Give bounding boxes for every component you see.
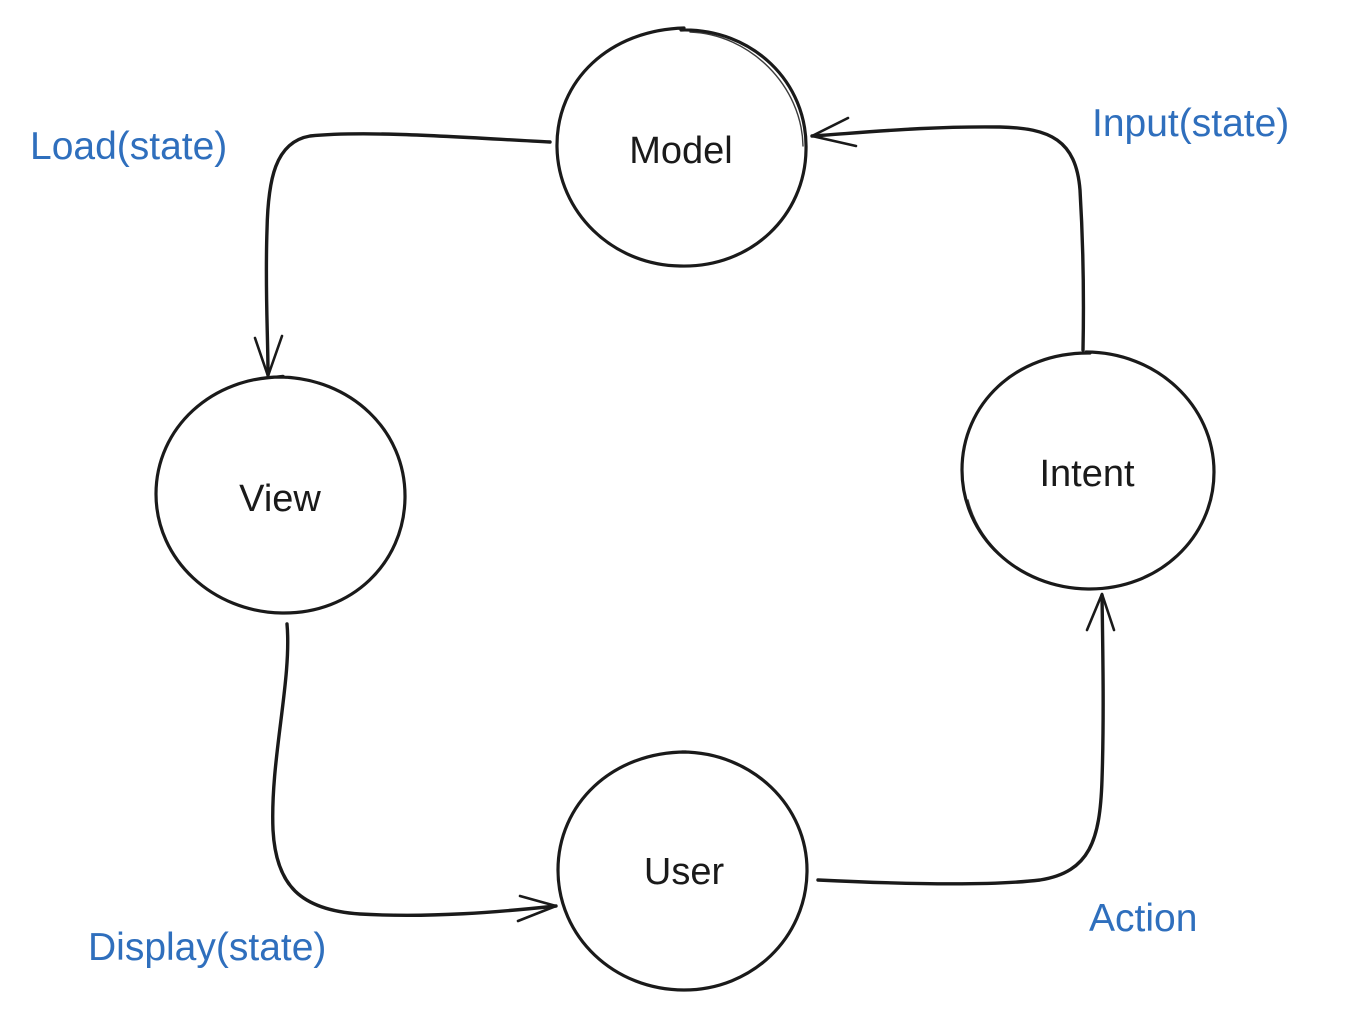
node-model: Model bbox=[555, 26, 808, 268]
node-view-circle bbox=[154, 375, 407, 615]
node-intent-circle bbox=[960, 350, 1216, 591]
node-view-label: View bbox=[239, 478, 321, 520]
node-view: View bbox=[154, 375, 407, 615]
node-model-label: Model bbox=[629, 130, 733, 172]
node-model-circle bbox=[555, 26, 808, 268]
edge-user-to-intent-line bbox=[816, 593, 1105, 886]
edge-label-action: Action bbox=[1089, 897, 1197, 940]
edge-intent-to-model bbox=[810, 116, 1086, 352]
edge-label-display-state: Display(state) bbox=[88, 926, 326, 969]
edge-intent-to-model-line bbox=[810, 125, 1086, 352]
edge-model-to-view-arrowhead bbox=[253, 334, 284, 378]
edge-view-to-user-arrowhead bbox=[516, 894, 558, 923]
edge-label-input-state: Input(state) bbox=[1092, 102, 1289, 145]
edge-view-to-user-line bbox=[271, 622, 558, 917]
edge-intent-to-model-arrowhead bbox=[810, 116, 858, 148]
edge-view-to-user bbox=[271, 622, 558, 923]
edge-label-load-state: Load(state) bbox=[30, 125, 227, 168]
edge-user-to-intent-arrowhead bbox=[1085, 592, 1116, 632]
edge-user-to-intent bbox=[816, 592, 1116, 886]
node-user-label: User bbox=[644, 851, 725, 893]
node-intent-label: Intent bbox=[1039, 453, 1135, 495]
node-user-circle bbox=[556, 750, 809, 992]
edge-model-to-view-line bbox=[264, 132, 552, 377]
edge-model-to-view bbox=[253, 132, 552, 381]
node-user: User bbox=[556, 750, 809, 992]
node-intent: Intent bbox=[960, 350, 1216, 591]
